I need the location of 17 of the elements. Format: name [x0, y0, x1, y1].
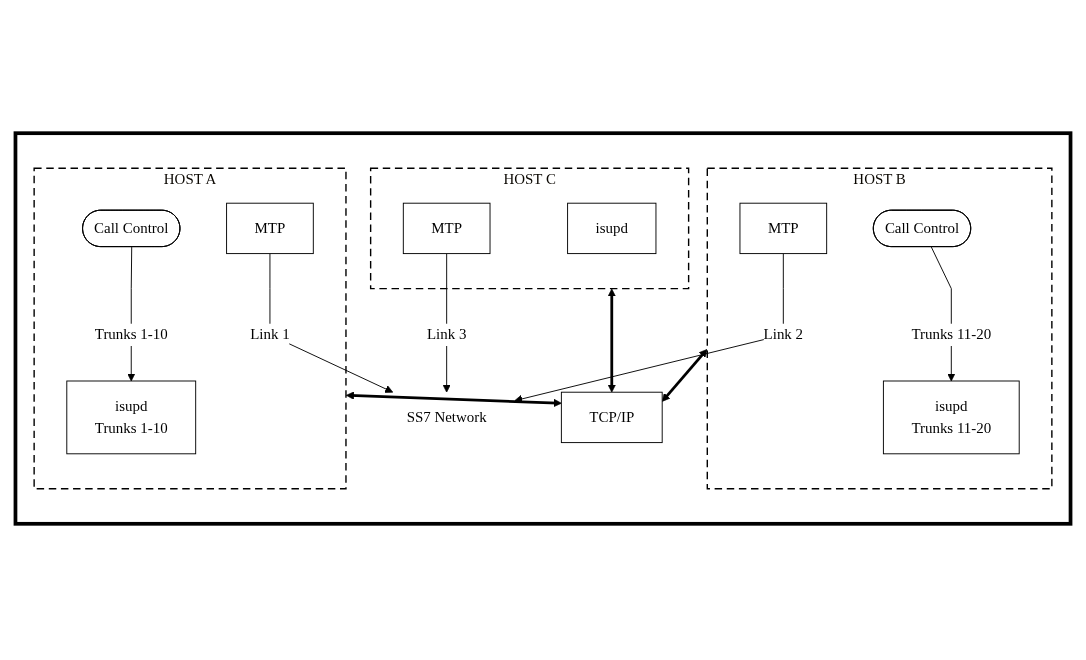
edge-label: Link 2 — [763, 326, 804, 343]
edge-label: Trunks 11-20 — [911, 326, 992, 343]
node-text: SS7 Network — [406, 409, 487, 425]
node-box: MTP — [226, 202, 314, 255]
node-box: MTP — [739, 202, 828, 255]
node-box: isupd Trunks 11-20 — [882, 380, 1020, 455]
node-box: isupd — [567, 202, 657, 255]
edge-label: Link 1 — [250, 326, 290, 343]
arrow — [345, 391, 562, 408]
arrow — [661, 349, 708, 402]
edge-label: Trunks 1-10 — [94, 326, 168, 343]
node-box: isupd Trunks 1-10 — [66, 380, 197, 455]
cluster — [13, 131, 1073, 526]
node-box: TCP/IP — [560, 391, 663, 444]
node-box: MTP — [402, 202, 491, 255]
edge-label: Link 3 — [426, 326, 467, 343]
arrow — [607, 288, 616, 393]
